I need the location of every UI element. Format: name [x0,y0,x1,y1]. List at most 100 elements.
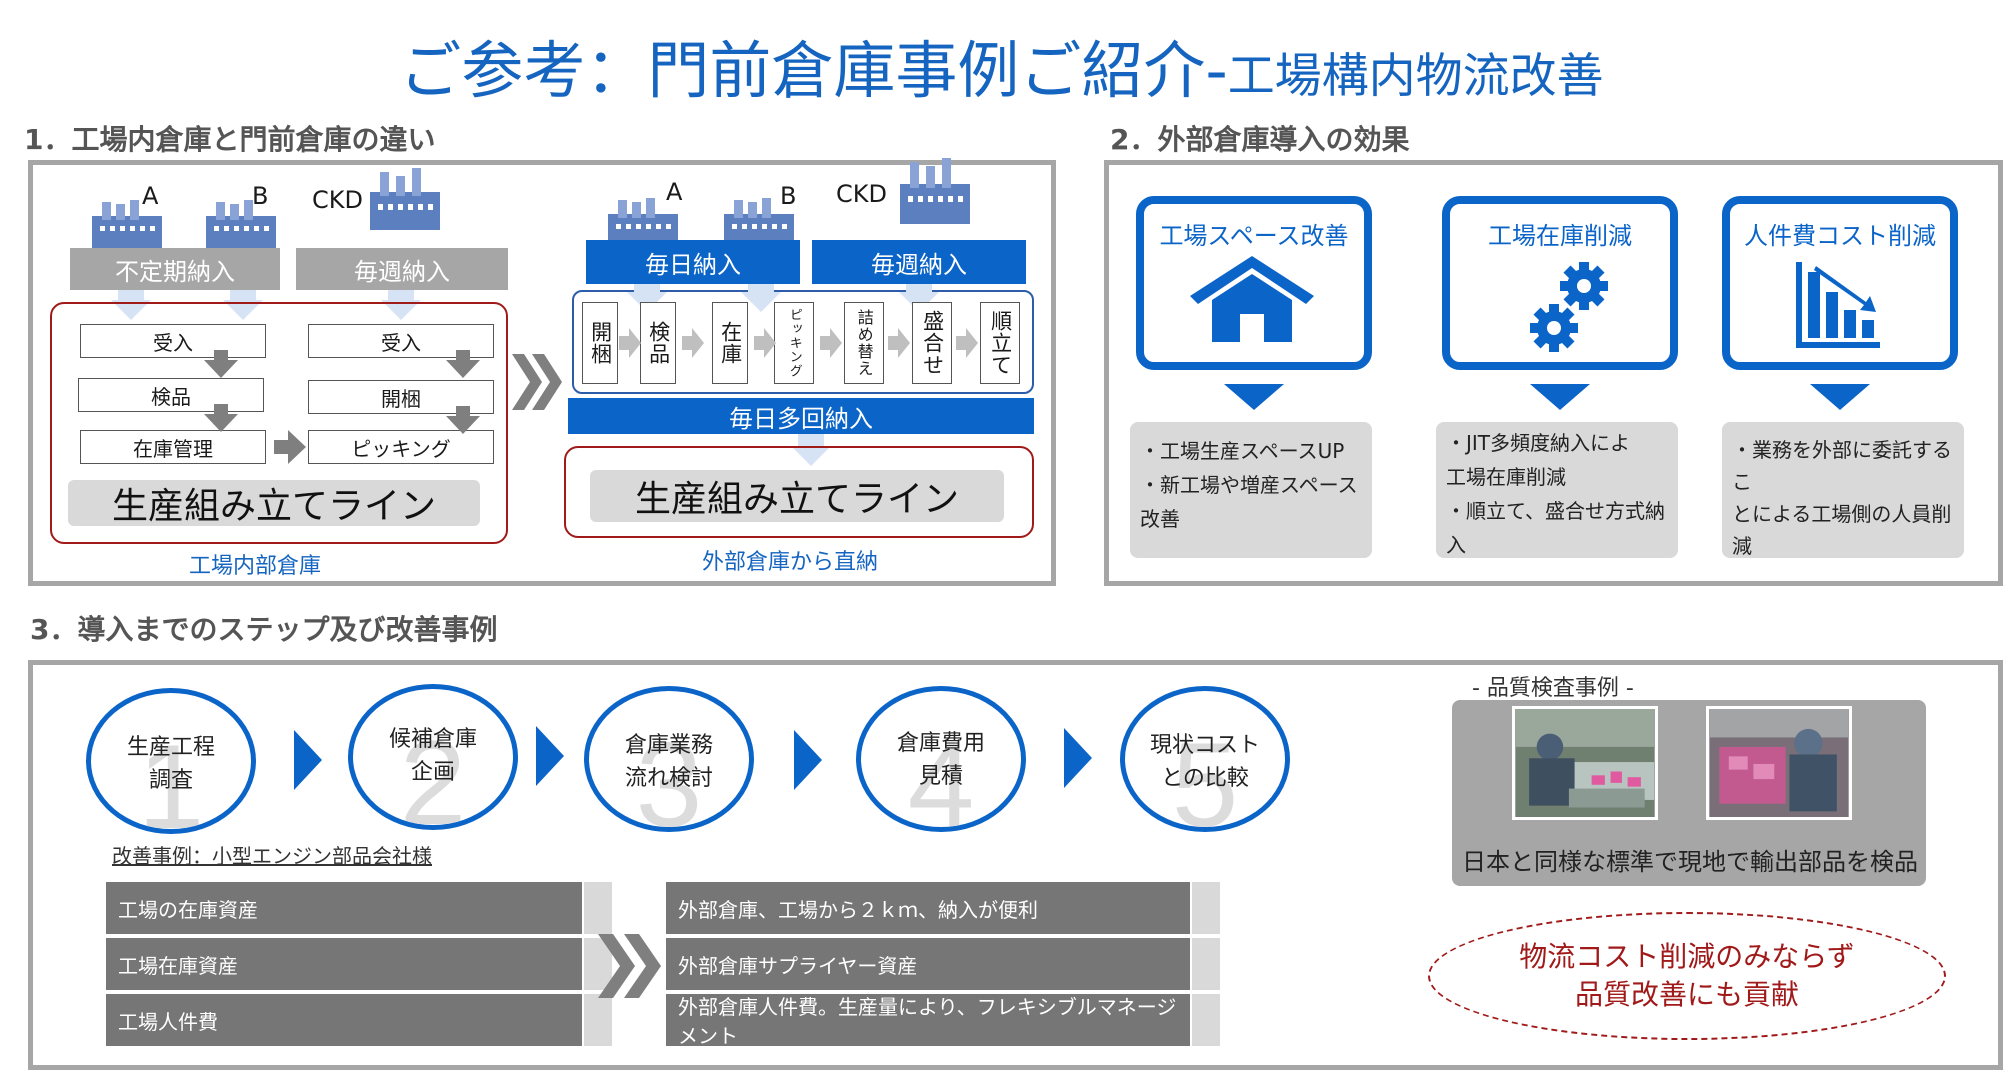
step-label-line2: 見積 [918,764,963,789]
down-arrow-icon [204,350,238,378]
effect-title-labor: 人件費コスト削減 [1744,222,1936,250]
multi-daily-delivery-bar: 毎日多回納入 [568,398,1034,434]
step-number: 3 [635,718,703,832]
step-circle-5: 5 現状コストとの比較 [1120,686,1290,832]
conclusion-ellipse: 物流コスト削減のみならず 品質改善にも貢献 [1428,912,1946,1040]
down-arrow-stem [906,284,932,292]
external-process-box [572,290,1034,394]
right-arrow-icon [820,328,842,358]
step-number: 2 [399,716,467,830]
effect-desc-inventory: ・JIT多頻度納入によ 工場在庫削減 ・順立て、盛合せ方式納 入 [1436,422,1678,558]
internal-warehouse-box [50,302,508,544]
effect-desc-line: 減 [1732,534,1752,558]
inspection-photo-2 [1706,706,1852,820]
effect-desc-line: 改善 [1140,507,1180,531]
right-step-picking: ピッキング [308,430,494,464]
conclusion-line1: 物流コスト削減のみならず [1519,940,1855,974]
supplier-ckd-label: CKD [312,186,363,214]
step-circle-4: 4 倉庫費用見積 [856,686,1026,832]
left-step-inventory: 在庫管理 [80,430,266,464]
effect-desc-space: ・工場生産スペースUP ・新工場や増産スペース 改善 [1130,422,1372,558]
down-arrow-icon [1224,384,1284,410]
down-arrow-icon [446,350,480,378]
effect-card-space [1136,196,1372,370]
factory-b-icon [206,200,276,248]
process-step-inspect: 検品 [640,302,676,384]
step-chevron-icon [794,730,822,790]
section3-frame [28,660,2003,1070]
process-step-kitting: 盛合せ [912,302,952,384]
gears-icon [1530,262,1608,352]
step-number: 5 [1171,718,1239,832]
down-arrow-stem [118,290,144,300]
factory-ckd-icon [900,158,970,224]
before-row-3: 工場人件費 [106,994,582,1046]
right-arrow-icon [274,430,306,464]
right-arrow-icon [619,328,641,358]
effect-desc-line: ・工場生産スペースUP [1140,439,1345,463]
step-chevron-icon [536,726,564,786]
down-arrow-stem [634,284,660,292]
section2-heading: 2．外部倉庫導入の効果 [1110,123,1410,156]
bar-chart-down-icon [1796,262,1880,348]
step-circle-3: 3 倉庫業務流れ検討 [584,686,754,832]
down-arrow-icon [1530,384,1590,410]
factory-a-icon [92,200,162,248]
down-arrow-icon [381,300,421,320]
step-label-line1: 倉庫業務 [624,733,713,758]
down-arrow-icon [223,300,263,320]
step-label-line2: 企画 [410,760,455,785]
after-row-3: 外部倉庫人件費。生産量により、フレキシブルマネージメント [666,994,1190,1048]
step-circle-1: 1 生産工程調査 [86,688,256,834]
left-assembly-line: 生産組み立てライン [68,480,480,527]
daily-delivery-header: 毎日納入 [586,240,800,284]
weekly-delivery-header: 毎週納入 [296,248,508,290]
effect-desc-line: ・JIT多頻度納入によ [1446,431,1631,455]
before-row-1: 工場の在庫資産 [106,882,582,934]
effect-desc-line: とによる工場側の人員削 [1732,502,1952,526]
after-row-2: 外部倉庫サプライヤー資産 [666,938,1190,990]
step-number: 1 [137,720,205,834]
down-arrow-icon [111,300,151,320]
section1-frame [28,160,1056,586]
effect-card-labor [1722,196,1958,370]
supplier-b-label: B [252,182,269,210]
step-label-line2: 調査 [148,768,193,793]
effect-desc-line: 工場在庫削減 [1446,465,1566,489]
step-label-line1: 現状コスト [1149,733,1260,758]
right-arrow-icon [956,328,978,358]
down-arrow-icon [791,446,831,466]
inspection-photo-1 [1512,706,1658,820]
step-label-line1: 倉庫費用 [896,731,985,756]
process-step-repack: 詰め替え [844,302,884,384]
after-row-1: 外部倉庫、工場から２ｋｍ、納入が便利 [666,882,1190,934]
left-step-inspect: 検品 [78,378,264,412]
process-step-unpack: 開梱 [582,302,618,384]
step-chevron-icon [294,730,322,790]
after-row-accent [1192,994,1220,1046]
internal-warehouse-caption: 工場内部倉庫 [188,554,321,579]
right-arrow-icon [682,328,704,358]
direct-delivery-box [564,446,1034,538]
effect-title-space: 工場スペース改善 [1159,222,1349,250]
title-sub: 工場構内物流改善 [1227,49,1604,104]
effect-desc-line: ・業務を外部に委託するこ [1732,438,1952,494]
house-icon [1190,256,1314,342]
right-assembly-line: 生産組み立てライン [590,470,1004,522]
supplier-b-label: B [780,182,797,210]
conclusion-line2: 品質改善にも貢献 [1574,978,1799,1011]
quality-caption: 日本と同様な標準で現地で輸出部品を検品 [1462,848,1918,876]
step-label-line1: 候補倉庫 [388,727,477,752]
supplier-a-label: A [666,178,683,206]
section1-heading: 1．工場内倉庫と門前倉庫の違い [24,123,436,156]
irregular-delivery-header: 不定期納入 [70,248,280,290]
double-chevron-icon [598,934,661,998]
supplier-ckd-label: CKD [836,180,887,208]
factory-ckd-icon [370,168,440,230]
direct-delivery-caption: 外部倉庫から直納 [701,550,878,575]
effect-desc-line: ・順立て、盛合せ方式納 [1446,499,1665,523]
after-row-accent [1192,882,1220,934]
step-label-line2: 流れ検討 [624,766,713,791]
